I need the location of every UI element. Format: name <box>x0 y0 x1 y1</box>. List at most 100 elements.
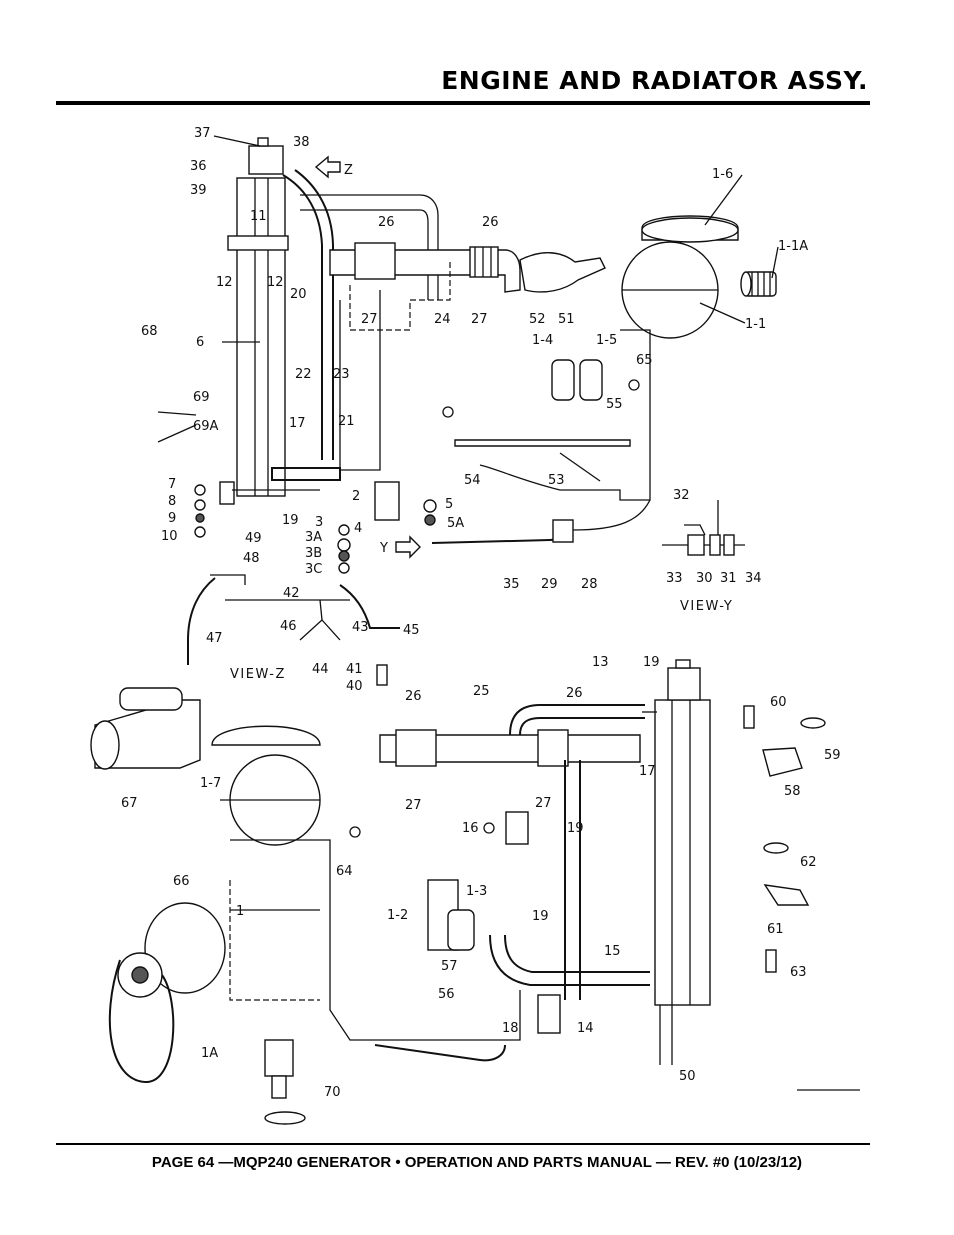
callout: 35 <box>503 577 520 592</box>
callout: 6 <box>196 335 204 350</box>
callout: 1-6 <box>712 167 733 182</box>
callout: 2 <box>352 489 360 504</box>
upper-hose-13-edge <box>519 717 645 736</box>
callout: 27 <box>405 798 422 813</box>
callout: 1A <box>201 1046 218 1061</box>
engine-block-side <box>339 290 381 471</box>
callout: 27 <box>535 796 552 811</box>
filter-1-3 <box>447 909 475 951</box>
callout: 10 <box>161 529 178 544</box>
callout: 65 <box>636 353 653 368</box>
view-label: VIEW-Z <box>230 667 286 682</box>
view-z-arrow <box>314 155 341 179</box>
callout: 61 <box>767 922 784 937</box>
callout: 70 <box>324 1085 341 1100</box>
radiator-core-upper <box>219 177 289 505</box>
callout: 49 <box>245 531 262 546</box>
view-z-detail <box>187 574 400 686</box>
callout: 22 <box>295 367 312 382</box>
callout: 1-5 <box>596 333 617 348</box>
callout: 12 <box>267 275 284 290</box>
callout: 19 <box>532 909 549 924</box>
callout-labels: 37 38 36 39 1-6 11 26 26 12 12 20 1-1A 6… <box>121 126 841 1100</box>
footer-rule <box>56 1143 870 1145</box>
callout: 17 <box>289 416 306 431</box>
callout: 29 <box>541 577 558 592</box>
callout: 27 <box>471 312 488 327</box>
filter-1-4 <box>551 359 575 401</box>
callout: 69A <box>193 419 219 434</box>
callout: 26 <box>378 215 395 230</box>
callout: 3C <box>305 562 322 577</box>
frame-50 <box>659 1005 673 1065</box>
washer-5 <box>423 499 437 526</box>
intake-pipe-lower <box>379 729 641 767</box>
callout: 50 <box>679 1069 696 1084</box>
callout: 1-4 <box>532 333 553 348</box>
starter-motor <box>90 687 201 770</box>
bolt-marker-64 <box>349 826 361 838</box>
bolt-marker-16 <box>483 822 495 834</box>
callout: 21 <box>338 414 355 429</box>
page-title: ENGINE AND RADIATOR ASSY. <box>441 66 868 95</box>
callout: 69 <box>193 390 210 405</box>
view-label: VIEW-Y <box>680 599 733 614</box>
callout: 26 <box>566 686 583 701</box>
callout: 62 <box>800 855 817 870</box>
bolt-marker-65 <box>628 379 640 391</box>
callout: 18 <box>502 1021 519 1036</box>
callout: 48 <box>243 551 260 566</box>
callout: 1-3 <box>466 884 487 899</box>
upper-hose <box>282 174 323 460</box>
callout: 30 <box>696 571 713 586</box>
mounting-bracket <box>454 439 631 447</box>
callout: 26 <box>482 215 499 230</box>
engine-outline-right <box>479 329 651 501</box>
header-rule <box>56 101 870 105</box>
callout: 20 <box>290 287 307 302</box>
callout: 37 <box>194 126 211 141</box>
callout: 5 <box>445 497 453 512</box>
callout: 16 <box>462 821 479 836</box>
callout: 32 <box>673 488 690 503</box>
callout: 56 <box>438 987 455 1002</box>
air-cleaner <box>621 215 739 339</box>
callout: 26 <box>405 689 422 704</box>
arrow-label: Y <box>379 541 388 556</box>
callout: 39 <box>190 183 207 198</box>
radiator-core-lower <box>654 659 711 1006</box>
callout: 41 <box>346 662 363 677</box>
callout: 1-7 <box>200 776 221 791</box>
upper-hose-13 <box>509 704 645 736</box>
air-cleaner-lower <box>211 725 321 846</box>
upper-hose-edge <box>294 169 334 460</box>
intake-pipe <box>329 242 521 293</box>
drain-plug-stack <box>337 524 351 574</box>
callout: 4 <box>354 521 362 536</box>
bolt-marker <box>442 406 454 418</box>
leader-lines <box>157 174 860 1091</box>
callout: 67 <box>121 796 138 811</box>
callout: 27 <box>361 312 378 327</box>
callout: 66 <box>173 874 190 889</box>
callout: 47 <box>206 631 223 646</box>
alternator <box>108 902 226 1084</box>
callout: 3B <box>305 546 322 561</box>
callout: 8 <box>168 494 176 509</box>
drain-hose-lower <box>374 1044 506 1062</box>
parts-58-63 <box>743 705 826 973</box>
engine-block-upper <box>349 260 451 331</box>
callout: 13 <box>592 655 609 670</box>
callout: 3 <box>315 515 323 530</box>
drain-fitting <box>552 519 574 543</box>
callout: 64 <box>336 864 353 879</box>
callout: 53 <box>548 473 565 488</box>
callout: 63 <box>790 965 807 980</box>
callout: 1-2 <box>387 908 408 923</box>
callout: 23 <box>333 367 350 382</box>
callout: 25 <box>473 684 490 699</box>
callout: 57 <box>441 959 458 974</box>
hose-18 <box>537 994 561 1034</box>
callout: 7 <box>168 477 176 492</box>
